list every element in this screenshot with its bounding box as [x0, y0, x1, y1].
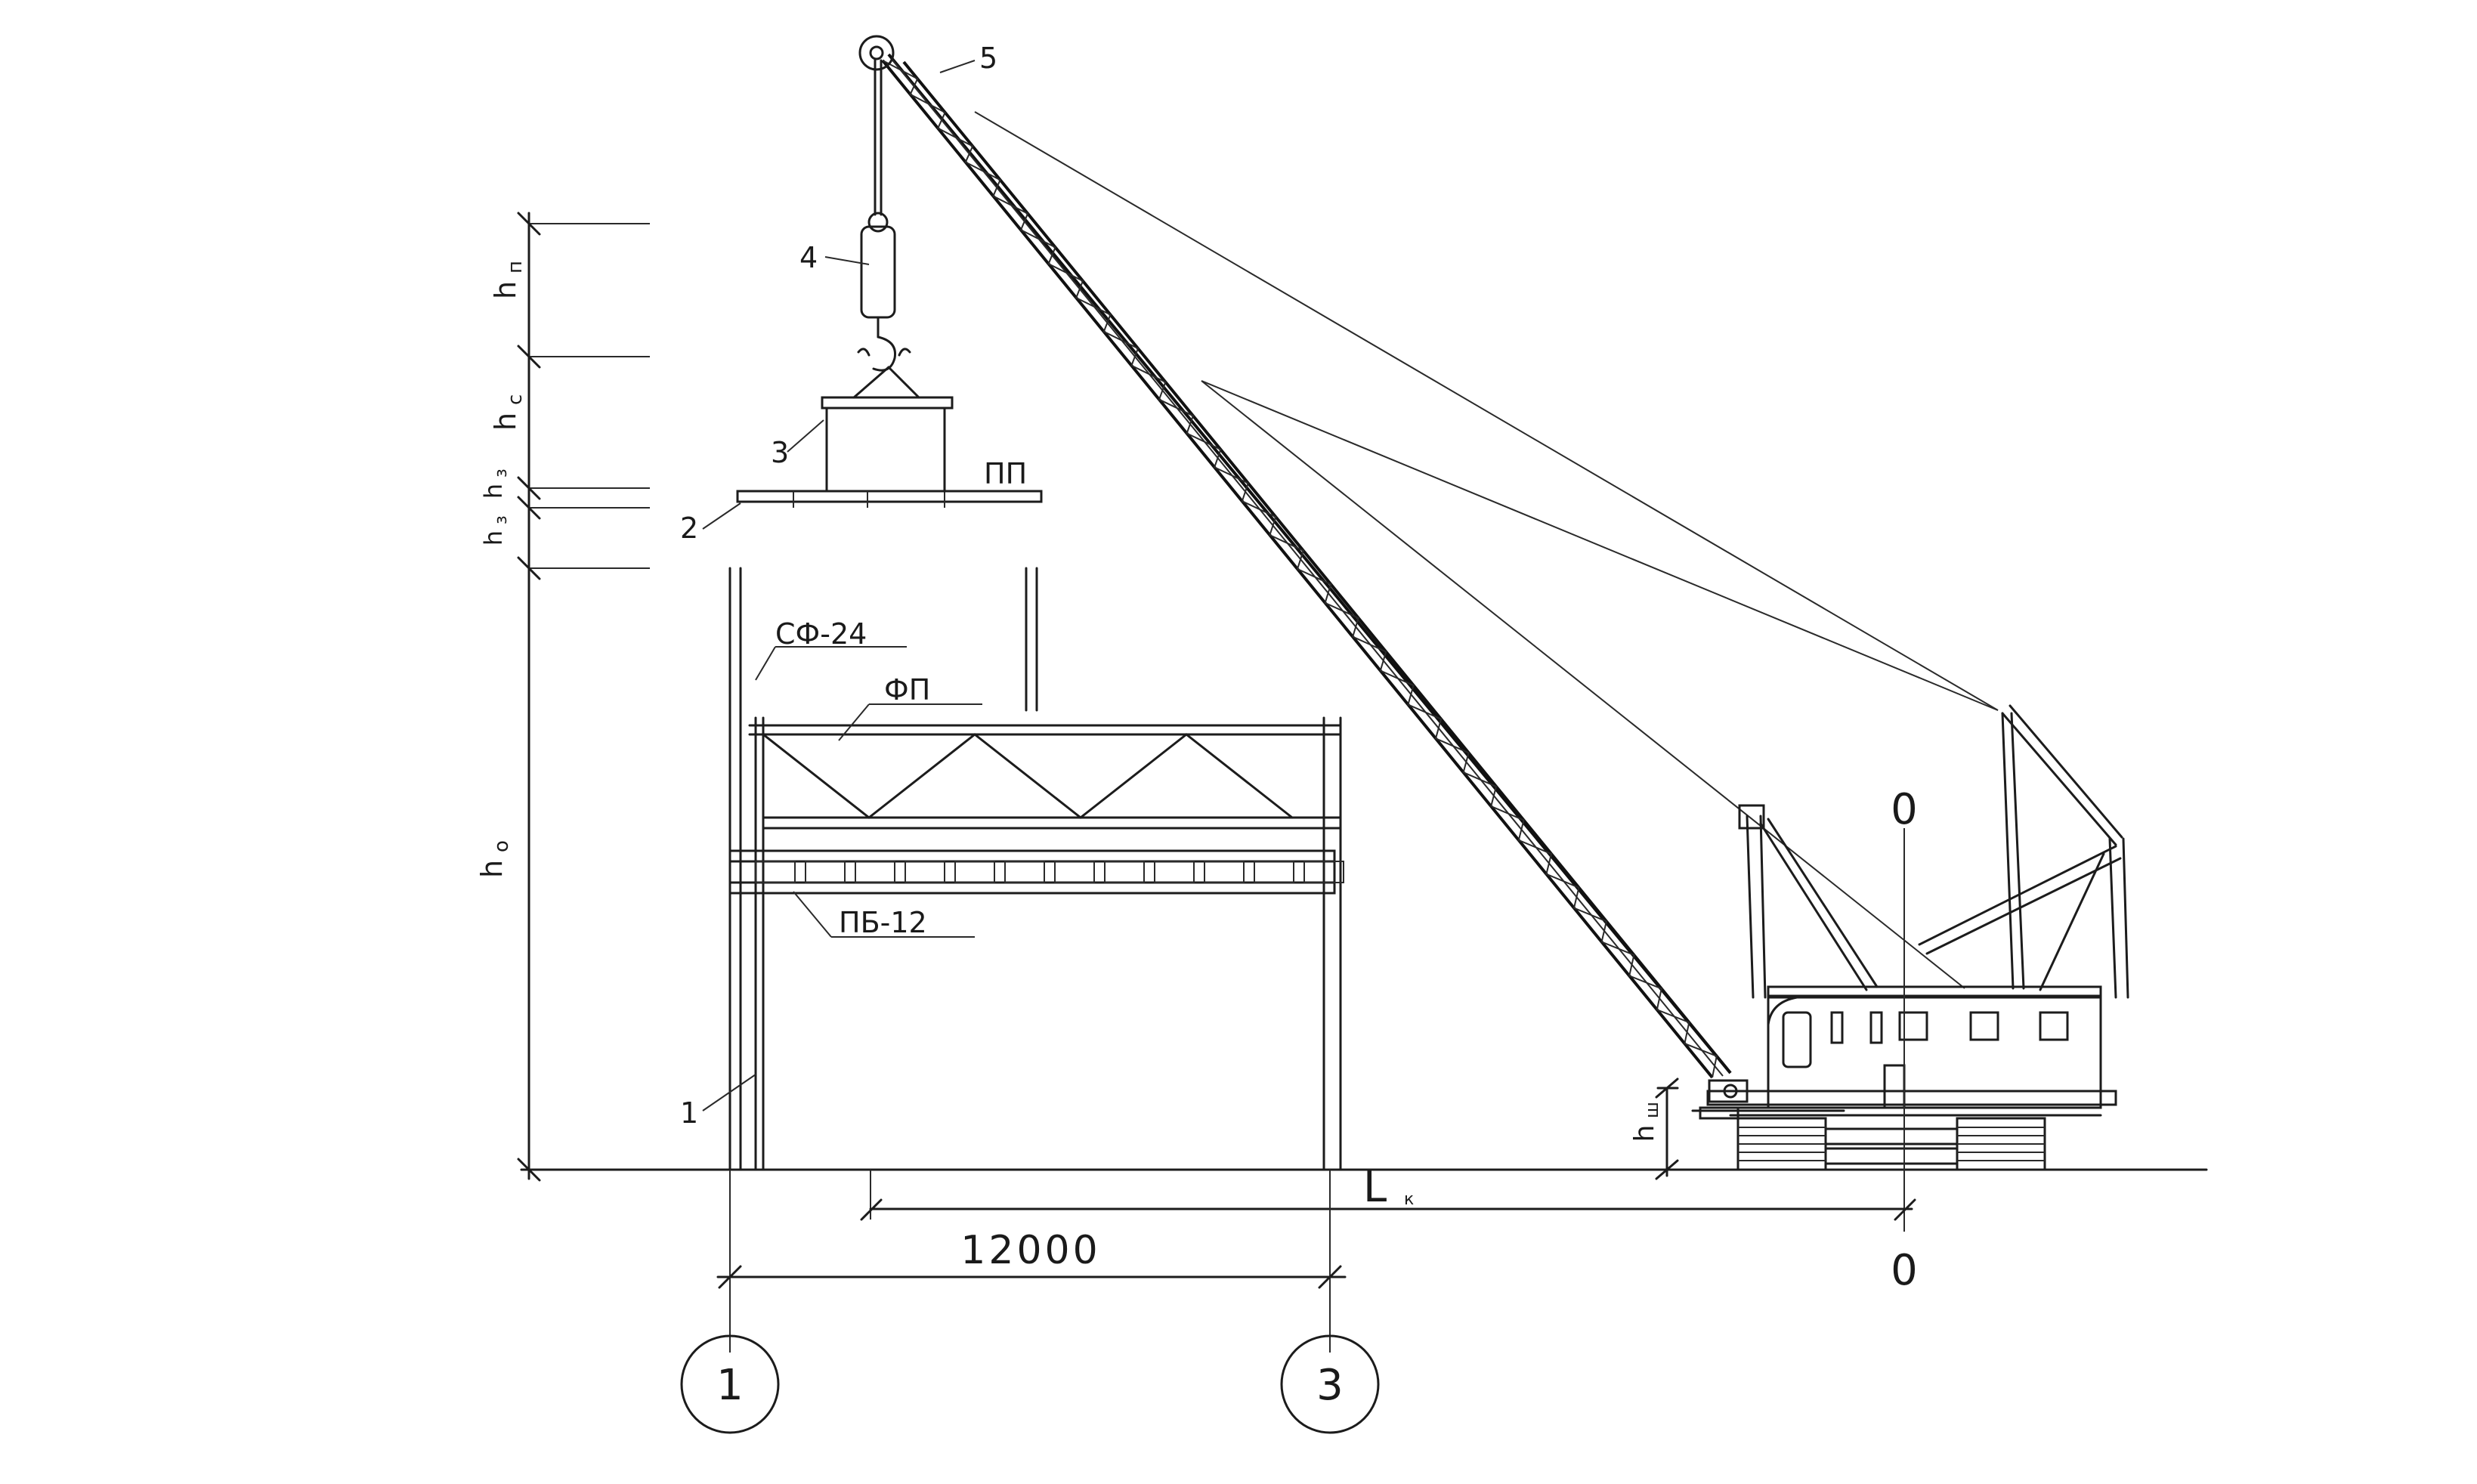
- boom-head-sheave: 5: [858, 35, 997, 75]
- svg-text:3: 3: [1316, 1361, 1344, 1410]
- lifted-slab: ПП 2: [680, 457, 1043, 545]
- dim-span: 12000: [716, 1170, 1347, 1353]
- dim-h-0: h о: [475, 840, 513, 878]
- svg-text:о: о: [490, 840, 513, 852]
- crane-boom: [881, 53, 1732, 1079]
- svg-text:3: 3: [771, 436, 789, 469]
- dim-reach: L к: [860, 1163, 1916, 1221]
- label-item-1: 1: [680, 1074, 756, 1130]
- traverse: 3: [771, 366, 954, 493]
- svg-text:h: h: [489, 413, 522, 431]
- svg-text:ПП: ПП: [984, 457, 1027, 490]
- crane-body: [1691, 704, 2129, 1120]
- svg-text:h: h: [1629, 1125, 1660, 1142]
- svg-text:h: h: [475, 860, 509, 878]
- hook-block: 4: [799, 59, 911, 372]
- dim-h-3b: h з: [479, 515, 511, 546]
- grid-axis-3: 3: [1280, 1334, 1380, 1434]
- track-treads: [1738, 1127, 2045, 1161]
- dim-h-3a: h з: [479, 468, 511, 499]
- boom-lattice: [882, 60, 1718, 1078]
- svg-text:ш: ш: [1641, 1102, 1662, 1118]
- beam-cells: [755, 861, 1344, 883]
- crane-axis: 0 0: [1891, 785, 1918, 1295]
- label-truss: СФ-24: [755, 617, 907, 681]
- grid-axis-1: 1: [680, 1334, 780, 1434]
- svg-text:с: с: [504, 394, 527, 405]
- svg-text:ПБ-12: ПБ-12: [839, 906, 927, 939]
- dim-h-n: h п: [489, 261, 527, 299]
- svg-text:0: 0: [1891, 785, 1918, 834]
- building-frame: [728, 567, 1342, 1171]
- dim-h-c: h с: [489, 394, 527, 431]
- svg-text:ФП: ФП: [884, 673, 930, 706]
- svg-text:h: h: [479, 484, 508, 499]
- svg-text:L: L: [1363, 1163, 1387, 1212]
- svg-text:2: 2: [680, 512, 698, 545]
- svg-text:12000: 12000: [960, 1228, 1100, 1273]
- svg-text:h: h: [489, 281, 522, 299]
- svg-text:4: 4: [799, 241, 818, 274]
- svg-text:СФ-24: СФ-24: [775, 617, 867, 651]
- svg-text:к: к: [1404, 1190, 1414, 1209]
- boom-ropes: [974, 111, 1999, 989]
- svg-text:5: 5: [979, 42, 997, 75]
- height-dimension-chain: [517, 212, 650, 1182]
- svg-text:h: h: [479, 530, 508, 546]
- label-beam: ПБ-12: [793, 891, 975, 939]
- svg-text:з: з: [492, 468, 511, 478]
- svg-text:1: 1: [716, 1361, 744, 1410]
- svg-text:п: п: [504, 261, 527, 274]
- svg-text:0: 0: [1891, 1246, 1918, 1295]
- svg-text:з: з: [492, 515, 511, 524]
- svg-text:1: 1: [680, 1096, 698, 1130]
- dim-h-sh: h ш: [1629, 1077, 1679, 1180]
- label-frame: ФП: [838, 673, 982, 741]
